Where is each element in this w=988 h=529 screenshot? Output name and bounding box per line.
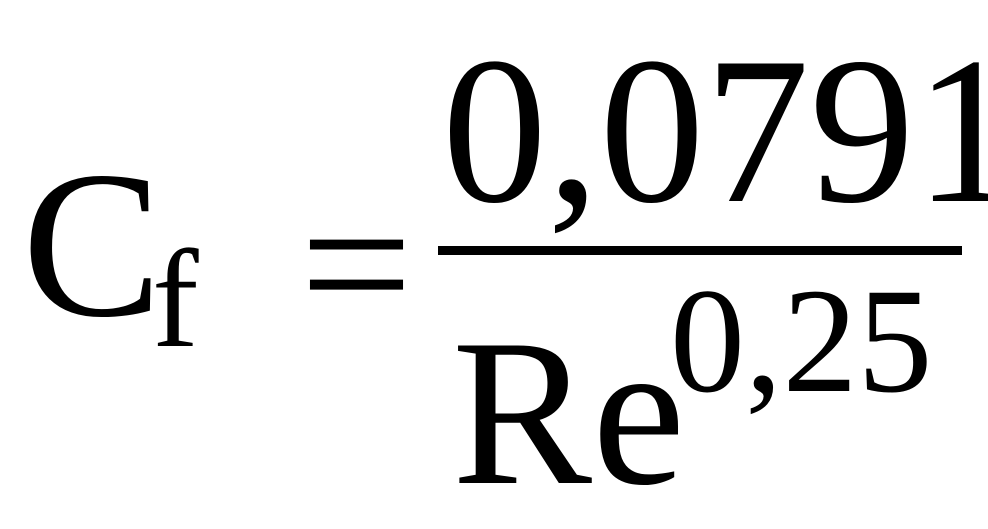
lhs-subscript: f: [152, 222, 199, 377]
denominator-exponent: 0,25: [670, 258, 933, 424]
skin-friction-formula: C f = 0,0791 Re 0,25: [22, 15, 988, 518]
lhs-symbol: C: [22, 129, 163, 361]
denominator-base: Re: [452, 297, 686, 529]
fraction-bar: [438, 246, 962, 255]
equals-sign: =: [300, 154, 413, 375]
numerator: 0,0791: [442, 15, 988, 247]
